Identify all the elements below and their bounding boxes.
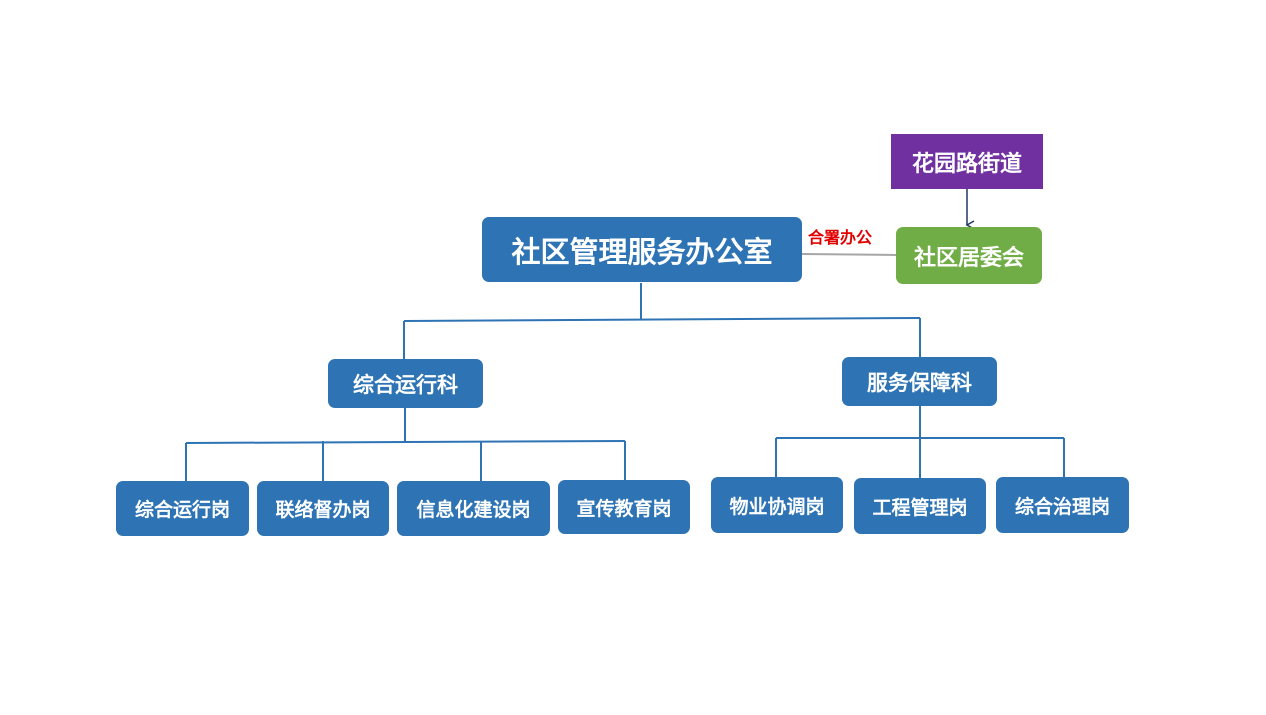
- residents-committee-box: 社区居委会: [896, 227, 1042, 284]
- main-office-box: 社区管理服务办公室: [482, 217, 802, 282]
- joint-office-line: [801, 253, 897, 256]
- dept-fuwu-baozhang-box: 服务保障科: [842, 357, 997, 406]
- connector-zonghe-posts-bar: [185, 440, 626, 444]
- post-xinxihua-jianshe-box: 信息化建设岗: [397, 481, 550, 536]
- post-wuye-xietiao-box: 物业协调岗: [711, 477, 843, 533]
- post-lianluo-duban-box: 联络督办岗: [257, 481, 389, 536]
- joint-office-label: 合署办公: [808, 228, 873, 247]
- street-office-box: 花园路街道: [891, 134, 1043, 189]
- post-zonghe-zhili-box: 综合治理岗: [996, 477, 1129, 533]
- post-zonghe-yunxing-box: 综合运行岗: [116, 481, 249, 536]
- connector-level1-bar: [403, 317, 921, 322]
- post-xuanchuan-jiaoyu-box: 宣传教育岗: [558, 480, 690, 534]
- post-gongcheng-guanli-box: 工程管理岗: [854, 478, 986, 534]
- dept-zonghe-yunxing-box: 综合运行科: [328, 359, 483, 408]
